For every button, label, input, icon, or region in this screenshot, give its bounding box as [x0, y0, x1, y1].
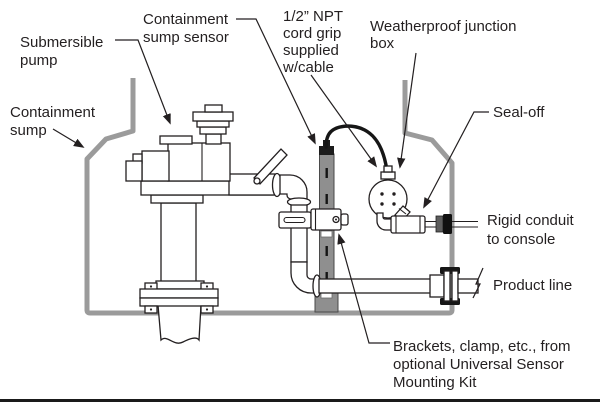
- label-containment-sump: sump: [10, 122, 47, 139]
- label-cord-grip: w/cable: [282, 59, 334, 76]
- discharge-elbow-bottom: [290, 261, 317, 294]
- seal-off-nipple-cap: [398, 208, 407, 215]
- seal-off-body: [390, 215, 426, 234]
- pump-cap-plate3: [199, 126, 227, 135]
- labels: Submersible pump Containment sump sensor…: [10, 8, 575, 391]
- cord-grip-nut: [383, 165, 393, 173]
- clamp-screw-dot: [335, 218, 337, 221]
- submersible-pump: [125, 104, 288, 344]
- pump-top-plate: [159, 135, 193, 145]
- label-containment-sump: Containment: [10, 104, 96, 121]
- label-rigid-conduit: to console: [487, 231, 555, 248]
- wall-flange-plate: [443, 270, 451, 302]
- label-sump-sensor: Containment: [143, 11, 229, 28]
- leader-submersible-pump: [115, 39, 171, 125]
- label-rigid-conduit: Rigid conduit: [487, 212, 575, 229]
- bolt-dot: [205, 308, 209, 311]
- pump-flange-plate-mid: [139, 288, 219, 299]
- sensor-cable: [324, 124, 388, 167]
- bolt-dot: [205, 285, 209, 288]
- label-cord-grip: 1/2” NPT: [283, 8, 343, 25]
- leader-containment-sump: [52, 128, 85, 148]
- label-sump-sensor: sump sensor: [143, 29, 229, 46]
- label-submersible-pump: Submersible: [20, 34, 103, 51]
- bolt-dot: [149, 308, 153, 311]
- label-cord-grip: supplied: [283, 42, 339, 59]
- label-mounting-kit: optional Universal Sensor: [393, 356, 564, 373]
- pump-intake-pipe: [157, 304, 202, 344]
- junction-box-assembly: [368, 165, 478, 234]
- containment-sump-wall: [84, 78, 455, 316]
- sensor-foot-notch: [320, 292, 333, 299]
- leader-mounting-kit: [337, 233, 390, 344]
- discharge-elbow-top: [279, 174, 308, 200]
- product-pipe-outside: [457, 278, 479, 294]
- sensor-cord-cap: [319, 146, 334, 155]
- junction-box-screw: [392, 202, 396, 206]
- label-mounting-kit: Brackets, clamp, etc., from: [393, 338, 571, 355]
- label-mounting-kit: Mounting Kit: [393, 374, 477, 391]
- junction-box-screw: [392, 192, 396, 196]
- cord-grip-fitting: [380, 171, 396, 180]
- junction-box-screw: [380, 192, 384, 196]
- leader-cord-grip: [310, 74, 378, 168]
- conduit-coupling-gray: [435, 215, 444, 233]
- clamp-ear: [340, 213, 349, 226]
- label-seal-off: Seal-off: [493, 104, 545, 121]
- label-cord-grip: cord grip: [283, 25, 341, 42]
- pump-flange-plate-bot: [139, 297, 219, 307]
- wall-flange-plate: [451, 270, 459, 302]
- clamp-assembly: [278, 208, 349, 231]
- product-line-pipe: [318, 278, 433, 294]
- pump-cap-neck: [205, 133, 222, 145]
- pump-subplate: [150, 194, 204, 204]
- pump-manifold-right-block: [228, 173, 276, 196]
- pump-flange-plate-top: [155, 280, 205, 290]
- leader-lines: [52, 18, 489, 344]
- leader-junction-box: [397, 52, 417, 169]
- leader-seal-off: [423, 111, 489, 209]
- label-junction-box: Weatherproof junction: [370, 18, 516, 35]
- pump-body: [167, 142, 231, 182]
- label-product-line: Product line: [493, 277, 572, 294]
- discharge-piping: [271, 172, 484, 305]
- pipe-break-symbol: [472, 267, 484, 299]
- pump-cap-plate1: [192, 111, 234, 122]
- bottom-rule: [0, 399, 600, 402]
- valve-pivot: [253, 177, 261, 185]
- bracket-slot: [283, 216, 306, 224]
- junction-box-screw: [380, 202, 384, 206]
- product-coupling: [429, 274, 445, 298]
- junction-box-body: [368, 179, 408, 219]
- bolt-dot: [149, 285, 153, 288]
- pump-left-box2: [125, 160, 143, 182]
- pump-column: [160, 202, 197, 283]
- pump-left-box: [141, 150, 170, 182]
- leader-sump-sensor: [236, 18, 316, 145]
- pump-cap-plate2: [196, 120, 230, 128]
- conduit-coupling-black: [443, 214, 452, 234]
- sensor-bar-notch: [320, 230, 333, 238]
- label-submersible-pump: pump: [20, 52, 58, 69]
- pump-cap-tab: [204, 104, 223, 113]
- label-junction-box: box: [370, 35, 395, 52]
